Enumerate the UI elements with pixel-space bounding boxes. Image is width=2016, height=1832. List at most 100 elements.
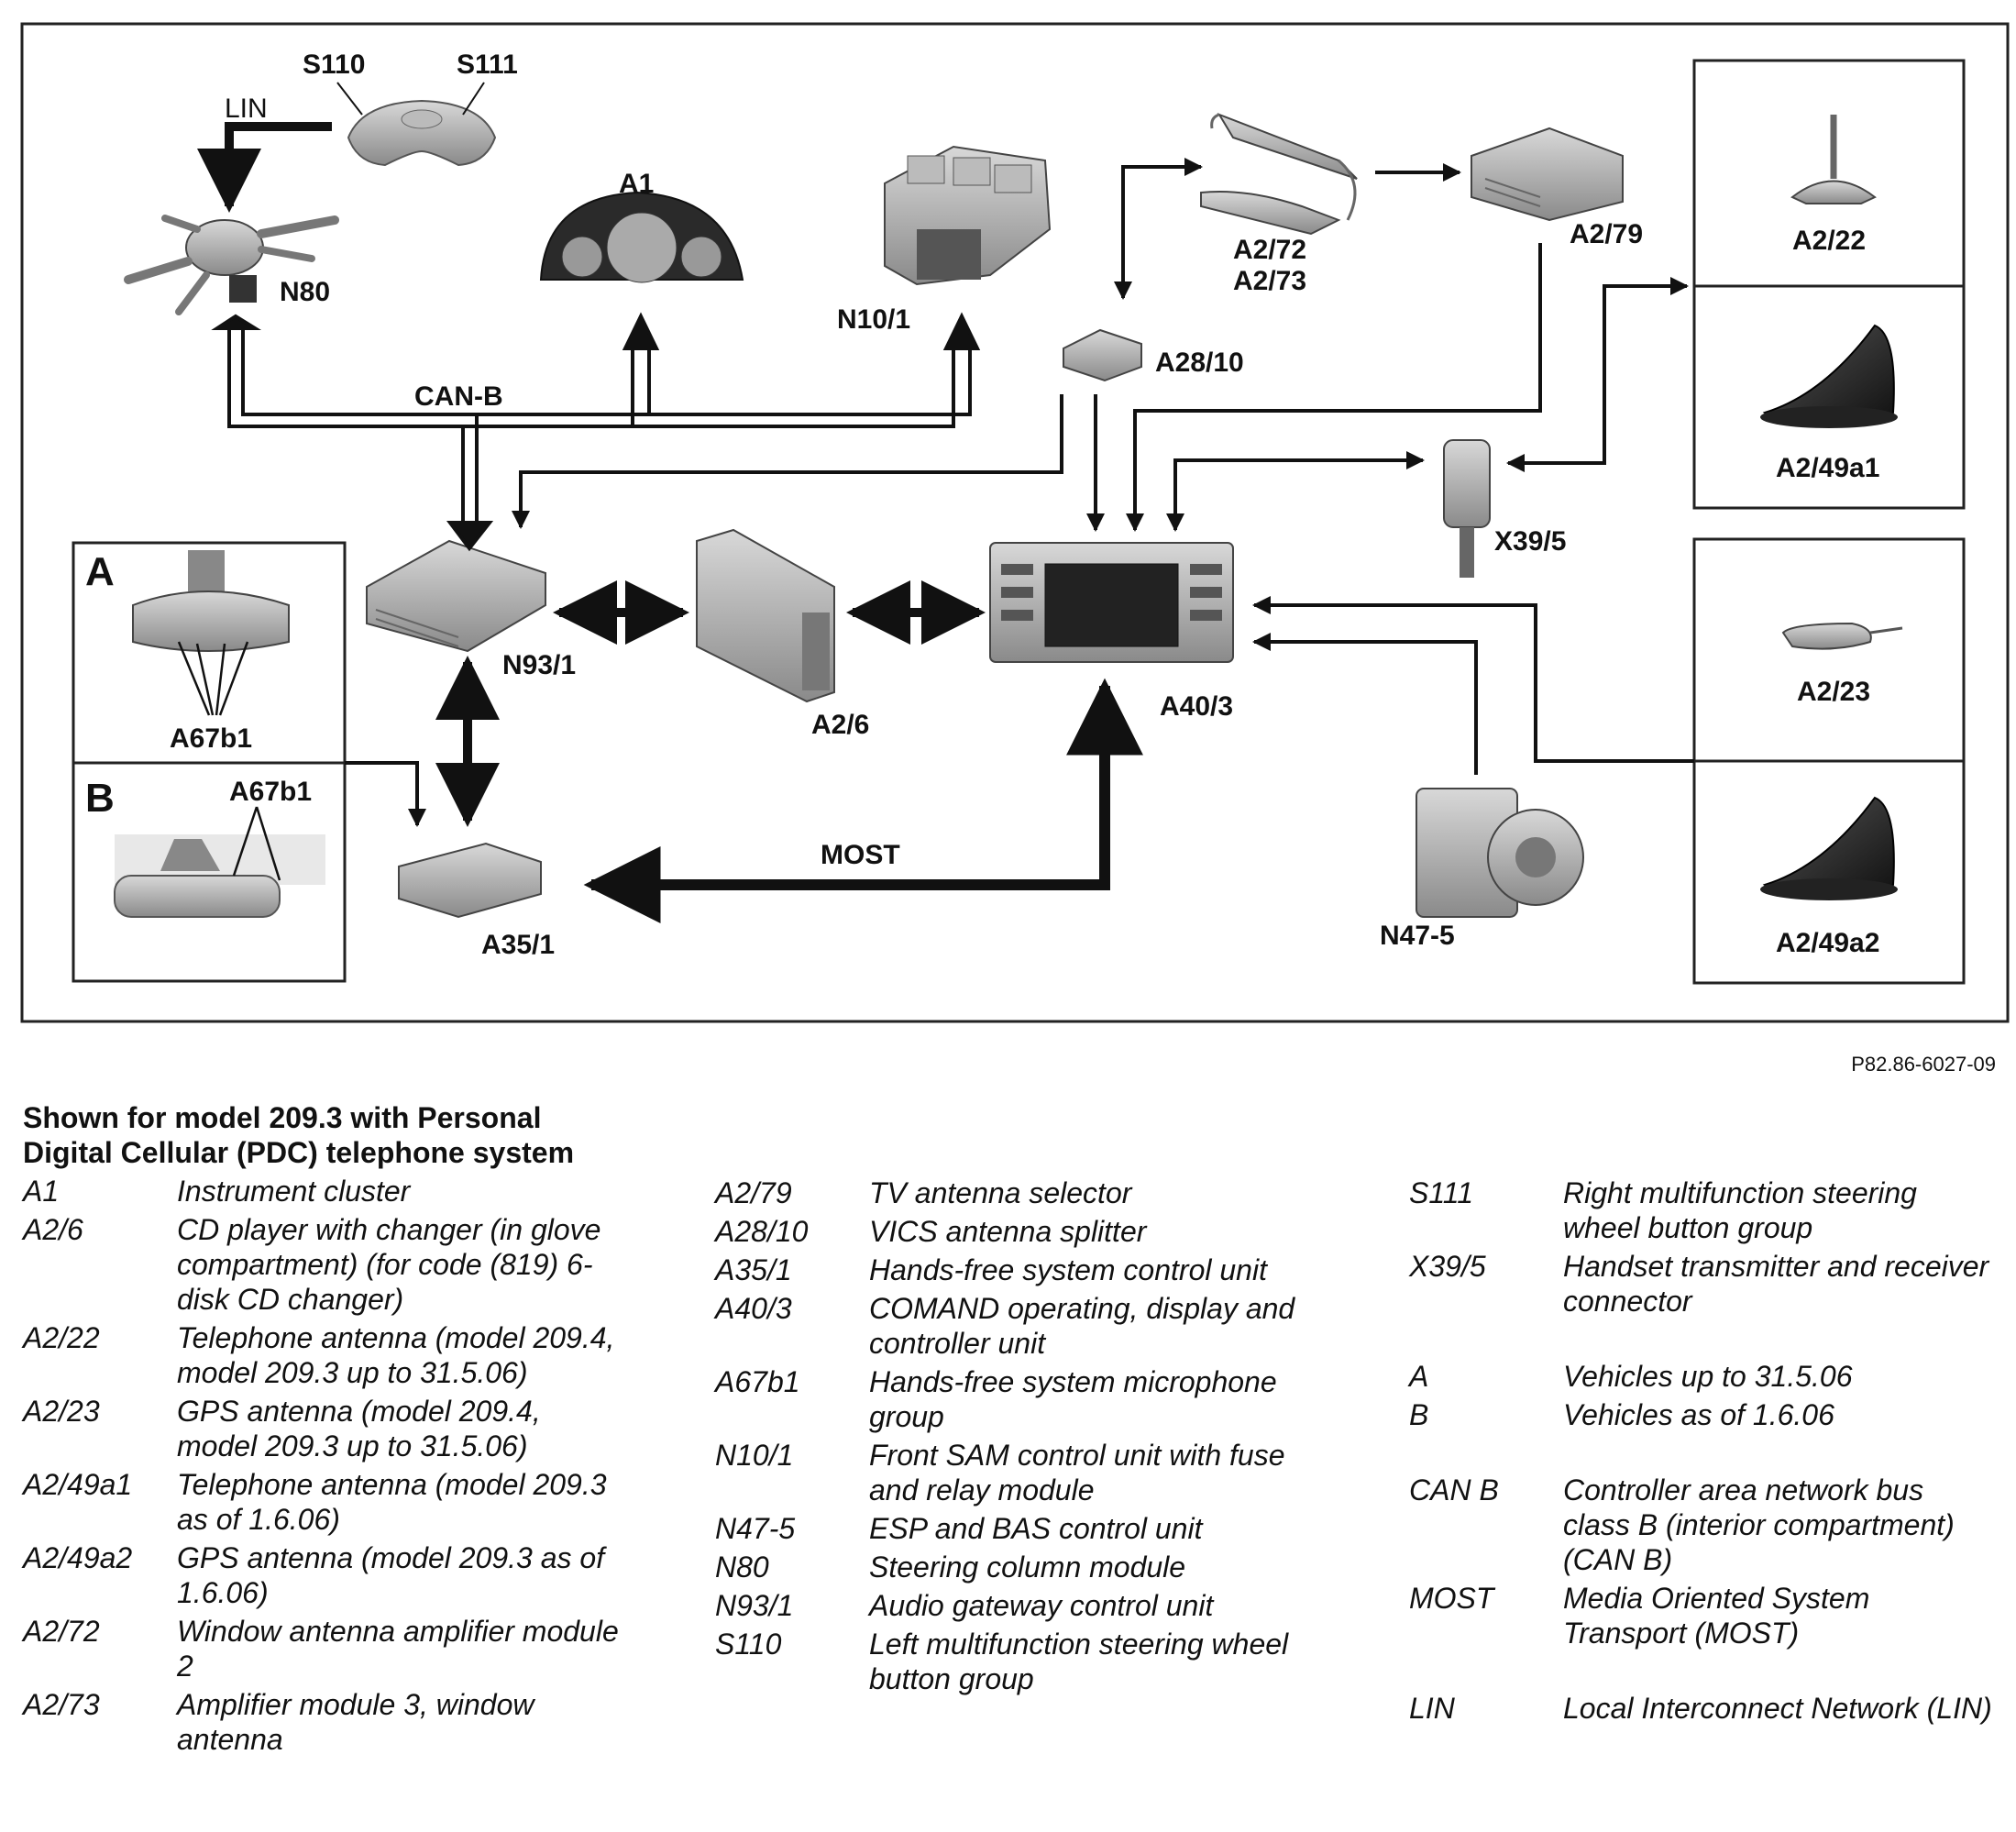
legend-code: N80: [715, 1551, 769, 1584]
instrument-cluster-image: [539, 191, 744, 283]
legend-desc: Telephone antenna (model 209.4, model 20…: [177, 1321, 615, 1389]
label-n93-1: N93/1: [502, 650, 576, 680]
label-a67b1-a: A67b1: [170, 723, 252, 754]
legend-code: S111: [1409, 1176, 1473, 1209]
vics-splitter-image: [1063, 328, 1142, 382]
handset-connector-image: [1443, 439, 1491, 578]
legend-desc: Media Oriented System Transport (MOST): [1563, 1582, 1870, 1650]
caption-line-2: Digital Cellular (PDC) telephone system: [23, 1136, 575, 1169]
legend-item: N80 Steering column module: [715, 1550, 1338, 1584]
legend-code: B: [1409, 1398, 1429, 1431]
legend-desc: Hands-free system control unit: [869, 1253, 1267, 1286]
tv-antenna-selector-image: [1471, 127, 1624, 222]
legend-desc: Right multifunction steering wheel butto…: [1563, 1176, 1917, 1244]
legend-desc: Handset transmitter and receiver connect…: [1563, 1250, 1989, 1318]
steering-column-module-image: [124, 215, 339, 315]
window-antenna-amplifiers-image: [1200, 113, 1358, 236]
hands-free-unit-image: [398, 842, 542, 919]
mic-pointer-lines-a: [177, 641, 249, 716]
legend-item: A Vehicles up to 31.5.06: [1409, 1359, 1996, 1394]
label-n47-5: N47-5: [1380, 921, 1455, 951]
legend-desc: GPS antenna (model 209.3 as of 1.6.06): [177, 1541, 605, 1609]
steering-wheel-buttons-image: [336, 82, 497, 167]
cd-changer-image: [696, 528, 835, 703]
label-a2-49a2: A2/49a2: [1776, 928, 1879, 958]
legend-code: A2/49a2: [23, 1541, 133, 1574]
legend-code: A1: [23, 1175, 60, 1208]
legend-code: CAN B: [1409, 1473, 1499, 1506]
mirror-to-a35-line: [345, 761, 426, 827]
label-a2-6: A2/6: [811, 710, 869, 740]
a28-to-n93-line: [512, 394, 1063, 529]
legend-item: A2/72 Window antenna amplifier module 2: [23, 1614, 628, 1683]
label-n80: N80: [280, 277, 330, 307]
can-b-bus: [211, 312, 981, 552]
legend-desc: GPS antenna (model 209.4, model 209.3 up…: [177, 1395, 541, 1462]
variant-b-box: [72, 761, 347, 983]
label-a2-79: A2/79: [1570, 219, 1643, 249]
legend-code: A: [1409, 1360, 1429, 1393]
caption-line-1: Shown for model 209.3 with Personal: [23, 1101, 542, 1134]
legend-desc: Amplifier module 3, window antenna: [177, 1688, 534, 1756]
label-a2-73: A2/73: [1233, 266, 1306, 296]
antenna-box-bottom-2: [1692, 759, 1966, 985]
legend-code: A2/72: [23, 1615, 100, 1648]
legend-code: A2/23: [23, 1395, 100, 1428]
label-n10-1: N10/1: [837, 304, 910, 335]
antenna-to-x395-line: [1506, 277, 1689, 472]
legend-code: S110: [715, 1628, 782, 1661]
legend-desc: Steering column module: [869, 1551, 1186, 1584]
legend-desc: Vehicles up to 31.5.06: [1563, 1360, 1853, 1393]
legend-desc: COMAND operating, display and controller…: [869, 1292, 1295, 1360]
legend-item: A2/22 Telephone antenna (model 209.4, mod…: [23, 1320, 628, 1390]
label-a35-1: A35/1: [481, 930, 555, 960]
label-s111: S111: [457, 50, 518, 80]
legend-code: N47-5: [715, 1512, 796, 1545]
legend-code: A67b1: [715, 1365, 800, 1398]
label-variant-a: A: [85, 549, 115, 594]
x395-to-a40-line: [1166, 451, 1425, 532]
legend-item: A1 Instrument cluster: [23, 1174, 628, 1208]
legend-desc: Window antenna amplifier module 2: [177, 1615, 619, 1683]
legend-desc: Hands-free system microphone group: [869, 1365, 1277, 1433]
amp-to-a28-line: [1114, 158, 1203, 300]
figure-reference: P82.86-6027-09: [1851, 1053, 1996, 1076]
telephone-antenna-rod-image: [1790, 115, 1877, 204]
gps-to-a40-line: [1252, 596, 1694, 763]
mic-pointer-lines-b: [232, 806, 281, 881]
gps-antenna-fin-image: [1760, 796, 1898, 900]
legend-item: A2/23 GPS antenna (model 209.4, model 209…: [23, 1394, 628, 1463]
label-lin: LIN: [225, 94, 268, 124]
legend-code: LIN: [1409, 1692, 1455, 1725]
legend-code: A28/10: [715, 1215, 809, 1248]
esp-to-a40-line: [1252, 633, 1478, 775]
label-s110: S110: [303, 50, 365, 80]
label-a2-22: A2/22: [1792, 226, 1866, 256]
label-can-b: CAN-B: [414, 381, 503, 412]
microphone-mirror-a-image: [132, 550, 290, 652]
label-x39-5: X39/5: [1494, 526, 1566, 557]
wiring-diagram: S110 S111 LIN N80 A1 N10/1 A2/72 A2/73 A…: [20, 22, 2010, 1023]
legend-desc: Instrument cluster: [177, 1175, 411, 1208]
figure-caption: Shown for model 209.3 with Personal Digi…: [23, 1100, 665, 1170]
legend-item: A67b1 Hands-free system microphone group: [715, 1364, 1338, 1434]
legend-item: A2/49a2 GPS antenna (model 209.3 as of 1.…: [23, 1540, 628, 1610]
legend-code: A2/49a1: [23, 1468, 133, 1501]
front-sam-image: [884, 145, 1052, 286]
esp-bas-unit-image: [1416, 788, 1584, 918]
legend-code: A2/22: [23, 1321, 100, 1354]
microphone-mirror-b-image: [114, 834, 325, 918]
legend-item: S111 Right multifunction steering wheel b…: [1409, 1175, 1996, 1245]
antenna-box-top-2: [1692, 284, 1966, 510]
